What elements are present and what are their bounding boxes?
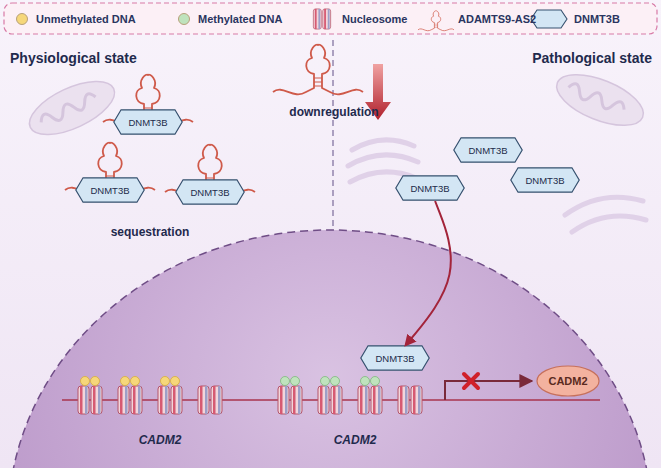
legend-swatch bbox=[16, 13, 28, 25]
unmethylated-dot bbox=[121, 377, 130, 386]
legend-swatch bbox=[178, 13, 190, 25]
node-label: DNMT3B bbox=[128, 117, 167, 128]
methylated-dot bbox=[321, 377, 330, 386]
process-label: downregulation bbox=[289, 105, 378, 119]
translocation-arrow bbox=[406, 201, 451, 345]
enzyme-hexagon: DNMT3B bbox=[395, 175, 465, 201]
enzyme-hexagon: DNMT3B bbox=[175, 179, 245, 205]
nucleosome bbox=[78, 386, 102, 414]
methylated-dot bbox=[291, 377, 300, 386]
er-membrane bbox=[348, 155, 418, 166]
unmethylated-marks bbox=[81, 377, 180, 386]
hexagon-shape bbox=[361, 346, 429, 370]
methylated-dot bbox=[371, 377, 380, 386]
enzyme-hexagon: DNMT3B bbox=[360, 345, 430, 371]
node-label: CADM2 bbox=[548, 375, 587, 387]
hexagon-shape bbox=[396, 176, 464, 200]
legend-label: Methylated DNA bbox=[198, 13, 282, 25]
nucleosome bbox=[118, 386, 142, 414]
nucleosome bbox=[358, 386, 382, 414]
unmethylated-dot bbox=[91, 377, 100, 386]
protein-oval: CADM2 bbox=[536, 365, 600, 397]
panel-title: Pathological state bbox=[532, 50, 652, 66]
enzyme-hexagon: DNMT3B bbox=[453, 137, 523, 163]
hexagon-shape bbox=[114, 110, 182, 134]
methylated-marks bbox=[281, 377, 380, 386]
legend-label: Nucleosome bbox=[342, 13, 407, 25]
er-membrane bbox=[572, 216, 646, 232]
node-label: DNMT3B bbox=[410, 183, 449, 194]
gene-label: CADM2 bbox=[139, 433, 182, 447]
methylated-dot bbox=[281, 377, 290, 386]
legend-rna-icon bbox=[418, 11, 454, 31]
nucleosome bbox=[278, 386, 302, 414]
endoplasmic-reticulum bbox=[348, 140, 646, 232]
block-cross bbox=[464, 374, 478, 388]
rna-hairpin bbox=[273, 45, 363, 95]
legend-label: Unmethylated DNA bbox=[36, 13, 136, 25]
node-label: DNMT3B bbox=[90, 185, 129, 196]
node-label: DNMT3B bbox=[190, 187, 229, 198]
er-membrane bbox=[352, 140, 414, 150]
enzyme-hexagon: DNMT3B bbox=[510, 167, 580, 193]
methylated-dot bbox=[331, 377, 340, 386]
unmethylated-dot bbox=[161, 377, 170, 386]
hexagon-shape bbox=[76, 178, 144, 202]
nucleosome bbox=[318, 386, 342, 414]
enzyme-hexagon: DNMT3B bbox=[113, 109, 183, 135]
mitochondrion bbox=[22, 70, 122, 145]
nucleosome bbox=[198, 386, 222, 414]
legend-nucleosome-icon bbox=[313, 9, 330, 29]
methylated-dot bbox=[361, 377, 370, 386]
transcription-arrow bbox=[445, 381, 532, 400]
er-membrane bbox=[565, 197, 643, 215]
hexagon-shape bbox=[511, 168, 579, 192]
node-label: DNMT3B bbox=[525, 175, 564, 186]
nucleus bbox=[8, 230, 652, 468]
unmethylated-dot bbox=[81, 377, 90, 386]
enzyme-hexagon: DNMT3B bbox=[75, 177, 145, 203]
process-label: sequestration bbox=[111, 225, 190, 239]
legend-hexagon-icon bbox=[531, 10, 567, 28]
legend-label: ADAMTS9-AS2 bbox=[458, 13, 536, 25]
unmethylated-dot bbox=[131, 377, 140, 386]
panel-title: Physiological state bbox=[10, 50, 137, 66]
nucleosome bbox=[158, 386, 182, 414]
nucleosome bbox=[398, 386, 422, 414]
mitochondrion bbox=[550, 64, 650, 136]
unmethylated-dot bbox=[171, 377, 180, 386]
hexagon-shape bbox=[176, 180, 244, 204]
gene-label: CADM2 bbox=[334, 433, 377, 447]
node-label: DNMT3B bbox=[375, 353, 414, 364]
node-label: DNMT3B bbox=[468, 145, 507, 156]
oval-shape bbox=[537, 366, 599, 396]
hexagon-shape bbox=[454, 138, 522, 162]
legend-label: DNMT3B bbox=[574, 13, 620, 25]
legend-box bbox=[4, 3, 657, 34]
